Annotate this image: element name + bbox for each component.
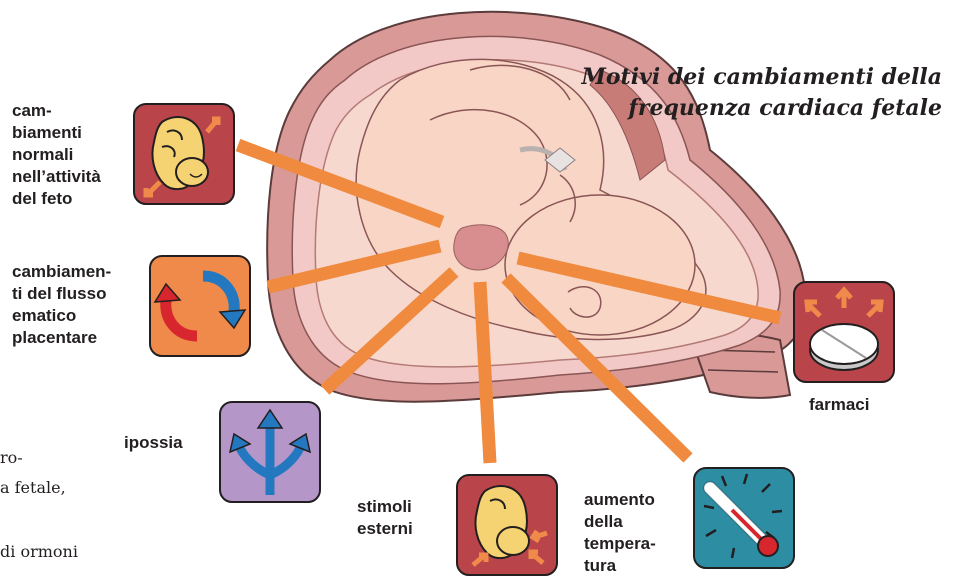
label-hypoxia: ipossia <box>124 432 183 454</box>
label-placental-flow: cambiamen- ti del flusso ematico placent… <box>12 261 111 349</box>
label-drugs: farmaci <box>809 394 869 416</box>
body-text-fragment-3: di ormoni <box>0 542 78 561</box>
thermometer-icon <box>692 466 796 570</box>
pill-icon <box>792 280 896 384</box>
body-text-fragment-2: a fetale, <box>0 478 66 497</box>
fetus-inward-arrows-icon <box>455 473 559 577</box>
circular-arrows-icon <box>148 254 252 358</box>
branching-arrows-icon <box>218 400 322 504</box>
title-line-2: frequenza cardiaca fetale <box>560 93 942 124</box>
label-external-stimuli: stimoli esterni <box>357 496 413 540</box>
diagram-title: Motivi dei cambiamenti della frequenza c… <box>560 62 942 124</box>
title-line-1: Motivi dei cambiamenti della <box>560 62 942 93</box>
label-temperature: aumento della tempera- tura <box>584 489 656 577</box>
label-fetal-activity: cam- biamenti normali nell’attività del … <box>12 100 101 210</box>
body-text-fragment-1: ro- <box>0 448 23 467</box>
fetus-arrows-icon <box>132 102 236 206</box>
